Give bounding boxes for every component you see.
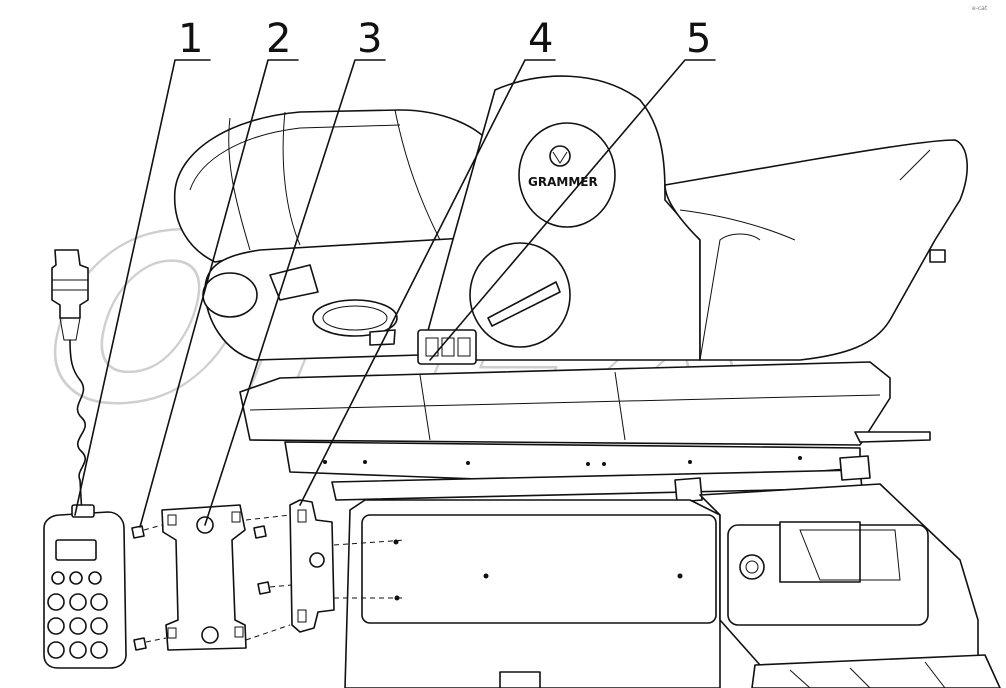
console-box — [344, 483, 1001, 688]
mounting-bracket — [289, 499, 406, 633]
mounting-plate — [161, 504, 291, 651]
callouts: 1 2 3 4 5 — [178, 16, 711, 62]
callout-5: 5 — [686, 16, 711, 62]
brand-logo: GRAMMER — [528, 175, 598, 189]
seat-assembly: GRAMMER — [173, 75, 968, 503]
screws — [131, 524, 293, 651]
leader-lines — [74, 59, 716, 528]
remote-control — [43, 249, 127, 669]
tray-rivets — [323, 456, 802, 466]
callout-1: 1 — [178, 16, 203, 62]
callout-3: 3 — [357, 16, 382, 62]
corner-mark: e-cat — [972, 5, 988, 12]
callout-4: 4 — [528, 16, 553, 62]
callout-2: 2 — [266, 16, 291, 62]
